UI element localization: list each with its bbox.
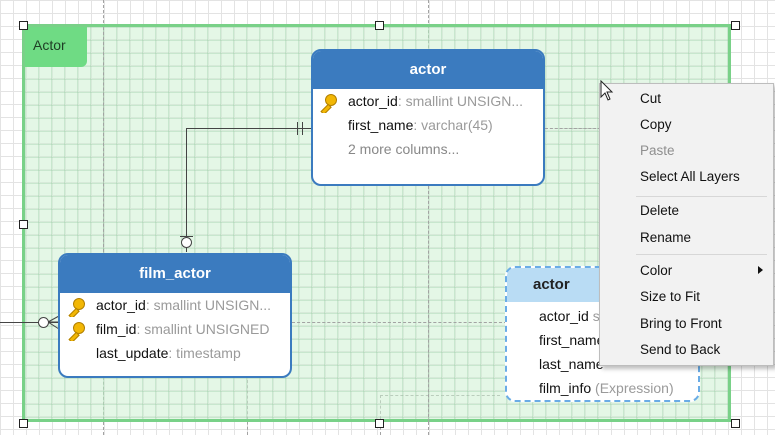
layer-label[interactable]: Actor bbox=[25, 27, 87, 67]
menu-separator bbox=[636, 196, 767, 197]
table-film-actor[interactable]: film_actor actor_id: smallint UNSIGN... … bbox=[58, 253, 292, 378]
column-type: : varchar(45) bbox=[413, 117, 493, 133]
menu-item-cut[interactable]: Cut bbox=[640, 91, 662, 106]
table-actor[interactable]: actor actor_id: smallint UNSIGN... first… bbox=[311, 49, 545, 186]
resize-handle-n[interactable] bbox=[375, 21, 384, 30]
more-columns-link[interactable]: 2 more columns... bbox=[348, 141, 460, 157]
table-title[interactable]: film_actor bbox=[60, 255, 290, 293]
relationship-line[interactable] bbox=[0, 322, 58, 323]
resize-handle-se[interactable] bbox=[731, 419, 740, 428]
table-column-row[interactable]: last_update: timestamp bbox=[60, 341, 290, 365]
one-marker bbox=[302, 122, 303, 135]
column-type: s bbox=[588, 308, 600, 324]
menu-item-size-to-fit[interactable]: Size to Fit bbox=[640, 289, 701, 304]
view-column-row[interactable]: first_name bbox=[507, 328, 698, 352]
context-menu: Cut Copy Paste Select All Layers Delete … bbox=[599, 83, 774, 366]
table-column-row[interactable]: film_id: smallint UNSIGNED bbox=[60, 317, 290, 341]
relationship-line[interactable] bbox=[186, 128, 312, 129]
menu-item-select-all-layers[interactable]: Select All Layers bbox=[640, 169, 740, 184]
table-column-row[interactable]: actor_id: smallint UNSIGN... bbox=[60, 293, 290, 317]
primary-key-icon bbox=[73, 322, 85, 334]
primary-key-icon bbox=[325, 94, 337, 106]
column-type: : smallint UNSIGN... bbox=[145, 297, 272, 313]
column-name: actor_id bbox=[96, 297, 146, 313]
menu-item-bring-to-front[interactable]: Bring to Front bbox=[640, 316, 722, 331]
crowfoot-marker bbox=[48, 315, 60, 330]
column-name: last_update bbox=[96, 345, 169, 361]
resize-handle-ne[interactable] bbox=[731, 21, 740, 30]
guide-line bbox=[292, 322, 507, 323]
menu-item-rename[interactable]: Rename bbox=[640, 230, 692, 245]
resize-handle-nw[interactable] bbox=[19, 21, 28, 30]
menu-item-delete[interactable]: Delete bbox=[640, 203, 680, 218]
primary-key-icon bbox=[73, 298, 85, 310]
column-type: : smallint UNSIGNED bbox=[136, 321, 270, 337]
column-name: last_name bbox=[539, 356, 604, 372]
menu-item-copy[interactable]: Copy bbox=[640, 117, 672, 132]
mouse-pointer-icon bbox=[600, 80, 614, 101]
column-name: first_name bbox=[348, 117, 414, 133]
menu-item-color[interactable]: Color bbox=[640, 263, 673, 278]
table-column-row[interactable]: first_name: varchar(45) bbox=[313, 113, 543, 137]
menu-item-paste: Paste bbox=[640, 143, 675, 158]
view-column-row[interactable]: film_info (Expression) bbox=[507, 376, 698, 400]
column-name: actor_id bbox=[539, 308, 589, 324]
column-type: (Expression) bbox=[591, 380, 674, 396]
column-type: : timestamp bbox=[168, 345, 241, 361]
view-column-row[interactable]: last_name bbox=[507, 352, 698, 376]
guide-line bbox=[545, 128, 601, 129]
column-name: first_name bbox=[539, 332, 605, 348]
menu-item-send-to-back[interactable]: Send to Back bbox=[640, 342, 721, 357]
guide-line bbox=[103, 27, 104, 252]
column-name: film_id bbox=[96, 321, 137, 337]
relationship-line[interactable] bbox=[186, 128, 187, 252]
resize-handle-w[interactable] bbox=[19, 220, 28, 229]
column-type: : smallint UNSIGN... bbox=[397, 93, 524, 109]
zero-or-one-marker bbox=[180, 236, 193, 237]
submenu-arrow-icon bbox=[758, 266, 763, 274]
one-marker bbox=[297, 122, 298, 135]
resize-handle-s[interactable] bbox=[375, 419, 384, 428]
resize-handle-sw[interactable] bbox=[19, 419, 28, 428]
column-name: film_info bbox=[539, 380, 592, 396]
column-name: actor_id bbox=[348, 93, 398, 109]
zero-marker bbox=[181, 237, 192, 248]
menu-separator bbox=[636, 254, 767, 255]
view-column-row[interactable]: actor_id s bbox=[507, 304, 698, 328]
table-column-row[interactable]: actor_id: smallint UNSIGN... bbox=[313, 89, 543, 113]
guide-line bbox=[428, 186, 429, 422]
table-title[interactable]: actor bbox=[313, 51, 543, 89]
